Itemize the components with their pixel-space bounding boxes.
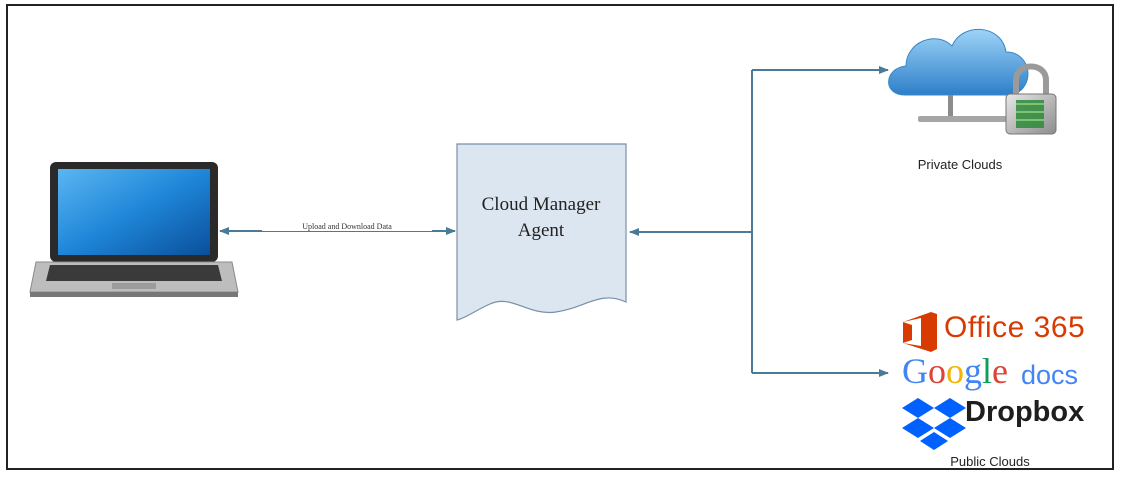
google-letter-o1: o — [928, 351, 946, 391]
padlock-icon — [1005, 63, 1057, 135]
office-logo-icon — [903, 312, 937, 352]
office-365-wordmark: Office 365 — [944, 311, 1086, 344]
dropbox-wordmark: Dropbox — [965, 396, 1085, 428]
cloud-manager-agent-box — [456, 143, 627, 321]
google-letter-g: G — [902, 351, 928, 391]
dropbox-logo-icon — [902, 398, 966, 450]
google-wordmark: Google — [902, 350, 1008, 392]
google-letter-g2: g — [964, 351, 982, 391]
google-letter-l: l — [982, 351, 993, 391]
private-clouds-caption: Private Clouds — [917, 157, 1003, 172]
agent-label-line2: Agent — [517, 220, 565, 241]
google-docs-suffix: docs — [1021, 360, 1079, 390]
google-letter-o2: o — [946, 351, 964, 391]
laptop-icon — [29, 162, 239, 297]
cloud-manager-agent-label: Cloud Manager Agent — [458, 192, 624, 244]
private-cloud-icon — [888, 29, 1029, 122]
google-letter-e: e — [992, 351, 1008, 391]
connection-label: Upload and Download Data — [262, 222, 432, 231]
public-clouds-caption: Public Clouds — [950, 454, 1030, 469]
agent-label-line1: Cloud Manager — [481, 194, 601, 215]
